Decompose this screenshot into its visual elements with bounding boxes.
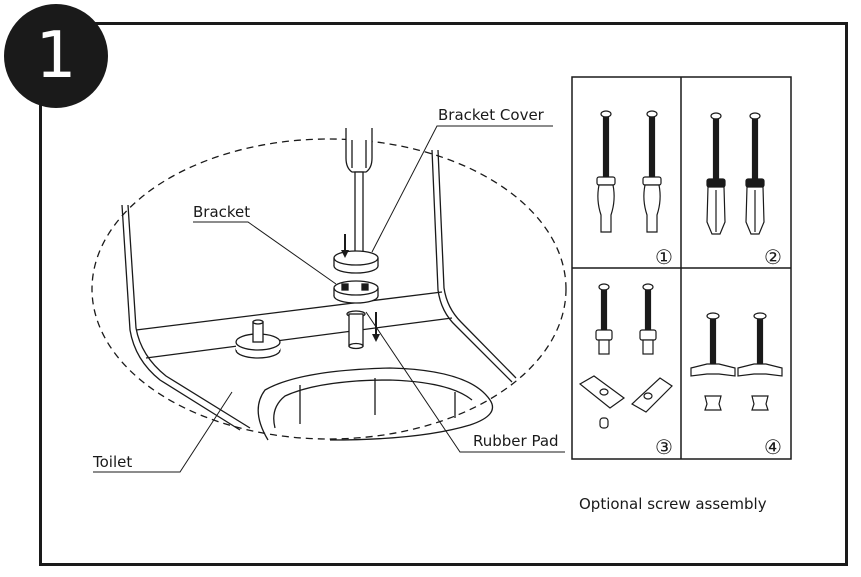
bracket-cover-leader <box>371 125 553 253</box>
option-number-2: ② <box>764 245 782 269</box>
mounted-bolt <box>235 319 281 359</box>
bracket <box>333 280 379 304</box>
option-2-screws <box>706 112 765 235</box>
option-number-4: ④ <box>764 435 782 459</box>
bracket-leader <box>193 221 337 285</box>
toilet-leader <box>93 391 233 473</box>
options-grid <box>571 76 792 460</box>
label-toilet: Toilet <box>92 453 132 471</box>
step-number-badge: 1 <box>4 4 108 108</box>
label-rubber-pad: Rubber Pad <box>473 432 559 450</box>
toilet-illustration <box>121 149 517 441</box>
label-bracket-cover: Bracket Cover <box>438 106 545 124</box>
option-3-screws <box>578 283 673 429</box>
rubber-pad-bolt <box>346 310 366 350</box>
screwdriver <box>345 128 373 273</box>
options-caption: Optional screw assembly <box>579 495 767 513</box>
detail-view-ellipse <box>91 138 567 440</box>
option-number-3: ③ <box>655 435 673 459</box>
diagram-frame <box>39 22 848 566</box>
option-number-1: ① <box>655 245 673 269</box>
option-1-screws <box>596 110 662 233</box>
option-4-screws <box>690 312 783 411</box>
bracket-cover <box>333 250 379 274</box>
direction-arrows <box>341 234 380 342</box>
rubber-pad-leader <box>365 311 565 453</box>
label-bracket: Bracket <box>193 203 250 221</box>
